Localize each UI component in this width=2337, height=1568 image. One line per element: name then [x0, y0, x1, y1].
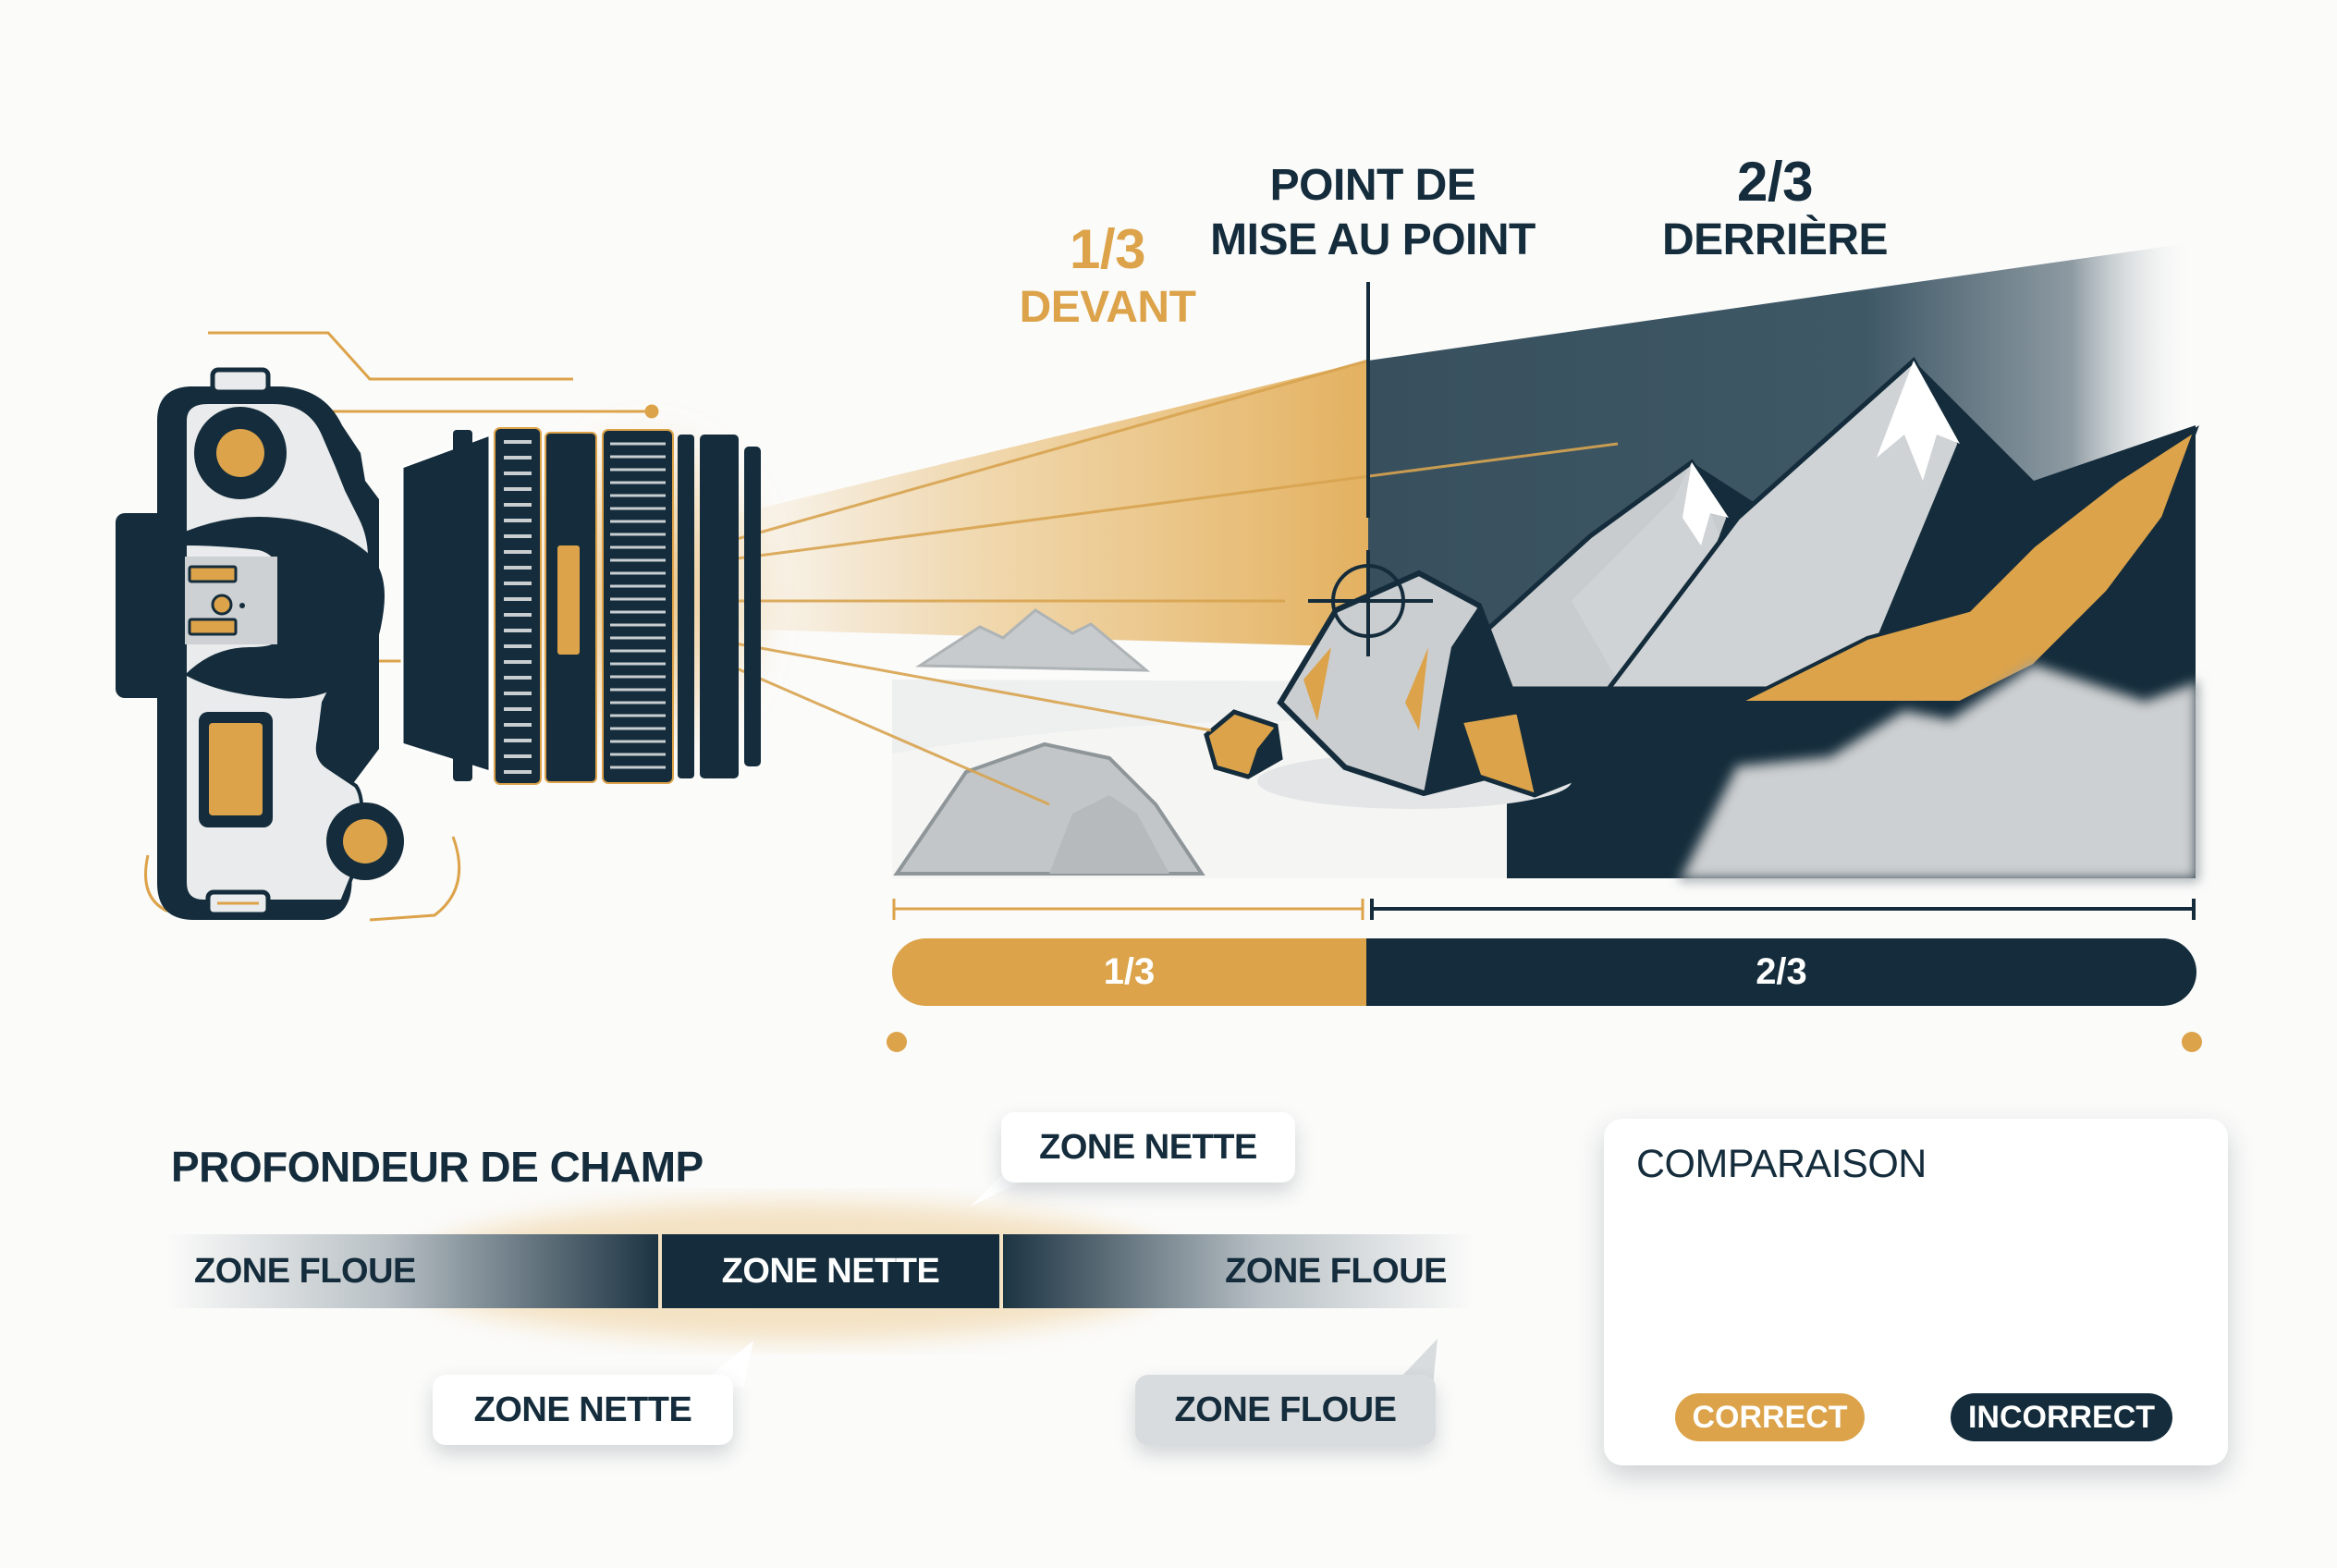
correct-badge: CORRECT [1675, 1393, 1865, 1441]
front-ratio-label: 1/3 [1103, 951, 1156, 992]
focus-point-label-line1: POINT DE [1269, 161, 1476, 210]
back-zone-label: DERRIÈRE [1661, 215, 1889, 264]
front-zone-beam [721, 361, 1368, 647]
callout-sharp-top: ZONE NETTE [1001, 1112, 1295, 1182]
foreground-left-rock [893, 741, 1205, 876]
dslr-camera-top-view-icon [116, 367, 761, 920]
back-ratio-segment: 2/3 [1366, 938, 2196, 1006]
callout-sharp-bottom: ZONE NETTE [433, 1375, 733, 1445]
front-ratio-segment: 1/3 [892, 938, 1366, 1006]
incorrect-badge: INCORRECT [1951, 1393, 2172, 1441]
range-indicator [887, 1032, 2202, 1052]
comparison-card: COMPARAISON CORRECT INCORRECT [1604, 1119, 2228, 1465]
front-zone-label: DEVANT [1019, 283, 1196, 332]
dof-segment-label: ZONE FLOUE [1225, 1251, 1447, 1291]
front-fraction-label: 1/3 [1070, 218, 1145, 280]
subject-rock [1204, 570, 1584, 809]
light-rays [729, 359, 1619, 806]
comparison-title: COMPARAISON [1636, 1142, 1927, 1186]
ratio-bracket [892, 899, 2196, 920]
back-fraction-label: 2/3 [1737, 151, 1813, 213]
focus-point-marker [1308, 282, 1433, 656]
badge-label: CORRECT [1692, 1399, 1848, 1435]
dof-segment-near-blur: ZONE FLOUE [194, 1234, 638, 1308]
dof-segment-far-blur: ZONE FLOUE [1017, 1234, 1447, 1308]
badge-label: INCORRECT [1967, 1399, 2156, 1435]
back-ratio-label: 2/3 [1756, 951, 1807, 992]
callout-label: ZONE FLOUE [1174, 1390, 1397, 1429]
callout-label: ZONE NETTE [1039, 1127, 1257, 1167]
dof-segment-label: ZONE FLOUE [194, 1251, 416, 1291]
distant-hills [915, 608, 1151, 672]
depth-of-field-title: PROFONDEUR DE CHAMP [171, 1143, 704, 1191]
dof-segment-label: ZONE NETTE [721, 1251, 940, 1291]
blurred-foreground-rock [1678, 662, 2198, 881]
callout-blur-bottom: ZONE FLOUE [1135, 1375, 1436, 1445]
callout-label: ZONE NETTE [473, 1390, 692, 1429]
depth-of-field-strip [166, 1234, 1474, 1308]
focus-point-label-line2: MISE AU POINT [1210, 215, 1536, 264]
dof-segment-sharp: ZONE NETTE [662, 1234, 999, 1308]
